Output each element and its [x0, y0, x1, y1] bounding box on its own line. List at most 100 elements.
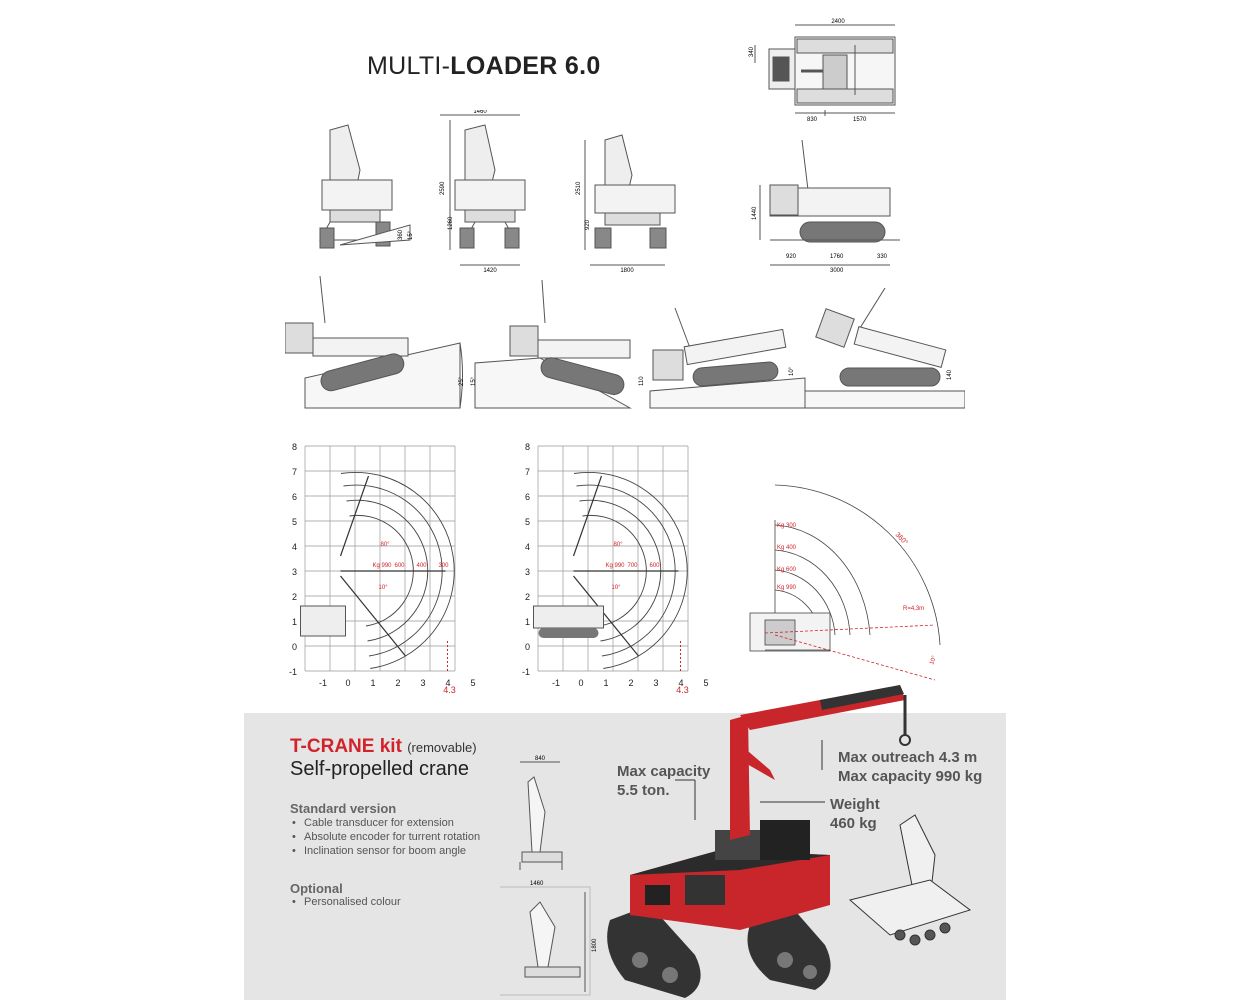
dim-seg1: 920	[786, 254, 797, 260]
y-tick-label: 6	[292, 492, 297, 502]
boom-up	[572, 475, 603, 557]
x-tick-label: 0	[578, 678, 583, 688]
x-tick-label: 2	[395, 678, 400, 688]
rot-load-300: Kg 300	[777, 523, 797, 529]
y-tick-label: 0	[525, 642, 530, 652]
slope-h1: 110	[639, 376, 645, 386]
standard-item: Inclination sensor for boom angle	[292, 844, 480, 858]
x-tick-label: -1	[319, 678, 327, 688]
slope-views-drawing: 25° 15° 110 10° 140	[285, 275, 965, 409]
load-arc	[576, 484, 676, 657]
machine-track	[538, 628, 599, 638]
callout-capacity-line2: 5.5 ton.	[617, 782, 670, 799]
x-tick-label: 1	[603, 678, 608, 688]
callout-weight-line2: 460 kg	[830, 815, 877, 832]
standard-heading: Standard version	[290, 801, 397, 816]
dim-base-a: 1420	[483, 268, 497, 274]
callout-outreach: Max outreach 4.3 m Max capacity 990 kg	[838, 748, 982, 786]
y-tick-label: 2	[292, 592, 297, 602]
x-tick-label: 4	[678, 678, 683, 688]
callout-weight: Weight 460 kg	[830, 795, 880, 833]
load-arc	[346, 499, 429, 642]
y-tick-label: 1	[292, 617, 297, 627]
x-tick-label: 2	[628, 678, 633, 688]
x-tick-label: 0	[345, 678, 350, 688]
front-views-drawing: 1460 2590 1260 360 15° 1420 2510 920 180…	[319, 110, 900, 274]
x-tick-label: -1	[552, 678, 560, 688]
x-tick-label: 4	[445, 678, 450, 688]
standard-item: Cable transducer for extension	[292, 816, 480, 830]
x-tick-label: 3	[653, 678, 658, 688]
y-tick-label: 6	[525, 492, 530, 502]
load-label: 600	[395, 563, 406, 569]
load-arc	[343, 484, 443, 657]
dim-slope-a: 360	[398, 229, 404, 240]
callout-outreach-line1: Max outreach 4.3 m	[838, 749, 978, 766]
y-tick-label: 3	[525, 567, 530, 577]
load-label: Kg 990	[606, 563, 626, 569]
slope-angle-1: 25°	[459, 376, 465, 386]
crane-kit-drawings: 840 1460 1800	[500, 756, 598, 996]
page-title: MULTI-LOADER 6.0	[367, 52, 601, 81]
dim-slope-b: 15°	[408, 230, 414, 240]
rotation-chart: Kg 300 Kg 400 Kg 600 Kg 990 R=4,3m 360° …	[749, 484, 941, 681]
y-tick-label: 7	[525, 467, 530, 477]
y-tick-label: -1	[522, 667, 530, 677]
dim-seg3: 330	[877, 254, 888, 260]
y-tick-label: 8	[525, 442, 530, 452]
rot-angle-top: 360°	[894, 531, 910, 547]
standard-list: Cable transducer for extension Absolute …	[290, 816, 480, 858]
boom-up	[339, 475, 370, 557]
slope-angle-2: 15°	[471, 376, 477, 386]
kit-dim-bottom-h: 1800	[592, 938, 598, 952]
load-label: 300	[439, 563, 450, 569]
slope-a3: 10°	[789, 366, 795, 376]
load-label: 600	[650, 563, 661, 569]
load-label: Kg 990	[373, 563, 393, 569]
dim-side: 340	[749, 46, 755, 57]
rot-load-600: Kg 600	[777, 567, 797, 573]
x-tick-label: 5	[703, 678, 708, 688]
optional-list: Personalised colour	[290, 895, 401, 909]
rot-radius: R=4,3m	[903, 606, 924, 612]
y-tick-label: 1	[525, 617, 530, 627]
title-bold: LOADER 6.0	[450, 52, 601, 80]
kit-removable: (removable)	[407, 740, 477, 755]
dim-lower-b: 920	[585, 219, 591, 230]
x-tick-label: 5	[470, 678, 475, 688]
dim-total: 3000	[830, 268, 844, 274]
callout-weight-line1: Weight	[830, 796, 880, 813]
angle-label: 80°	[381, 542, 391, 548]
y-tick-label: 2	[525, 592, 530, 602]
dim-seg2: 1760	[830, 254, 844, 260]
y-tick-label: 7	[292, 467, 297, 477]
angle-label: 80°	[614, 542, 624, 548]
load-arc	[349, 514, 414, 627]
load-label: 700	[628, 563, 639, 569]
dim-width-a: 1460	[473, 110, 487, 115]
y-tick-label: 0	[292, 642, 297, 652]
x-tick-label: 3	[420, 678, 425, 688]
optional-item: Personalised colour	[292, 895, 401, 909]
y-tick-label: 4	[525, 542, 530, 552]
angle-label: 10°	[379, 585, 389, 591]
boom-down	[340, 575, 406, 657]
y-tick-label: 4	[292, 542, 297, 552]
load-arc	[340, 471, 455, 669]
callout-capacity-line1: Max capacity	[617, 763, 711, 780]
kit-subtitle: Self-propelled crane	[290, 758, 469, 780]
rot-load-400: Kg 400	[777, 545, 797, 551]
title-prefix: MULTI-	[367, 52, 451, 80]
optional-heading: Optional	[290, 881, 343, 896]
rot-load-990: Kg 990	[777, 585, 797, 591]
dim-lower-a: 1260	[448, 216, 454, 230]
machine-base	[533, 605, 604, 629]
kit-title: T-CRANE kit (removable)	[290, 736, 477, 758]
y-tick-label: 5	[292, 517, 297, 527]
y-tick-label: 5	[525, 517, 530, 527]
load-arc	[579, 499, 662, 642]
callout-outreach-line2: Max capacity 990 kg	[838, 768, 983, 785]
tracks	[607, 905, 831, 998]
